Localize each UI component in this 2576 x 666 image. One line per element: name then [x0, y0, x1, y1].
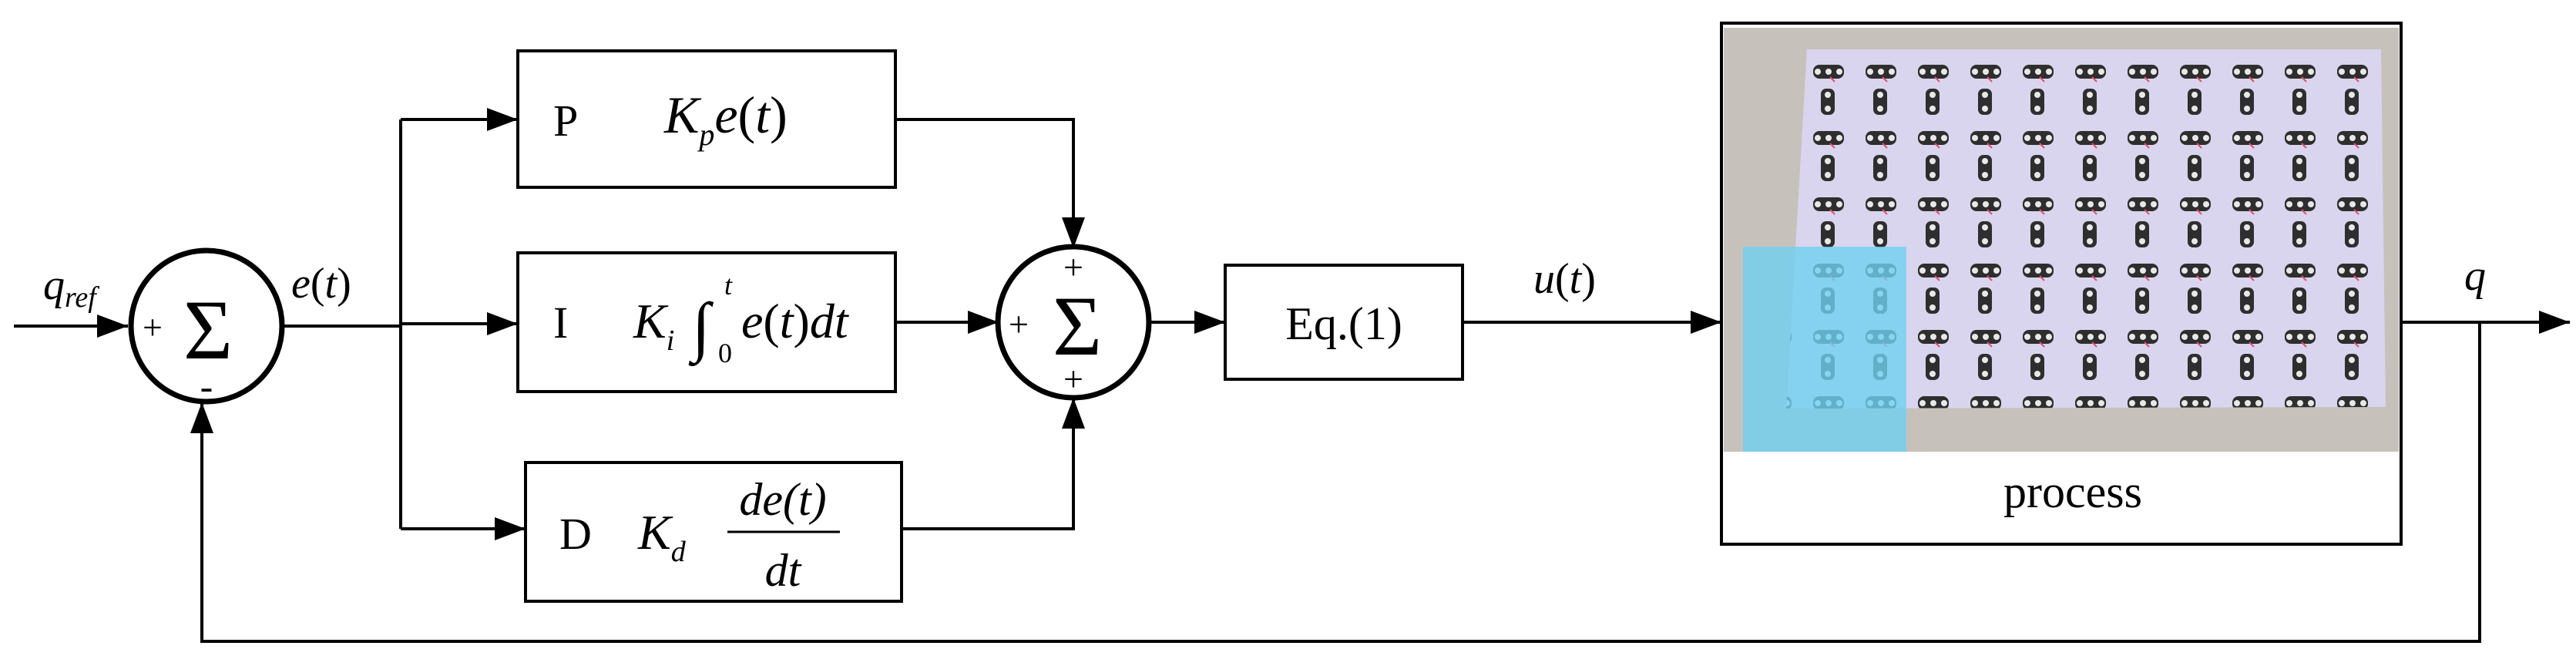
error-sum-symbol: Σ: [183, 283, 233, 377]
feedback-path: [190, 322, 2481, 643]
derivative-denominator: dt: [765, 545, 802, 596]
reference-signal-label: qref: [43, 261, 99, 314]
proportional-block: P Kpe(t): [516, 49, 897, 189]
integral-block: I Ki ∫ t 0 e(t)dt: [516, 251, 897, 393]
robot-array-photo: [1724, 28, 2399, 452]
process-block: process: [1720, 22, 2403, 546]
equation-label: Eq.(1): [1285, 298, 1402, 349]
i-gain: Ki: [633, 294, 674, 357]
error-sum-plus-sign: +: [143, 308, 163, 347]
process-label: process: [2003, 466, 2142, 517]
i-letter: I: [553, 298, 568, 348]
error-summing-junction: Σ + -: [128, 247, 285, 408]
derivative-block: D Kd de(t) dt: [524, 461, 903, 603]
integral-lower-limit: 0: [718, 338, 732, 368]
integral-upper-limit: t: [724, 270, 733, 301]
highlighted-region: [1743, 247, 1906, 452]
d-to-sum: [902, 398, 1085, 530]
wires: [14, 108, 2570, 643]
integral-sign: ∫: [688, 289, 714, 367]
error-signal-label: e(t): [291, 260, 351, 308]
d-gain: Kd: [637, 505, 687, 568]
output-signal-label: q: [2464, 252, 2486, 300]
p-to-sum: [895, 118, 1085, 248]
pid-summing-junction: Σ + + +: [995, 244, 1152, 401]
pid-sum-top-plus: +: [1063, 247, 1083, 287]
p-formula: Kpe(t): [663, 86, 788, 152]
equation-block: Eq.(1): [1224, 264, 1464, 381]
derivative-numerator: de(t): [739, 474, 826, 525]
pid-sum-left-plus: +: [1009, 304, 1029, 344]
i-integrand: e(t)dt: [741, 294, 850, 348]
p-letter: P: [553, 96, 578, 146]
error-sum-minus-sign: -: [200, 365, 213, 408]
robot-array: [1786, 49, 2386, 409]
d-letter: D: [559, 509, 592, 559]
pid-sum-symbol: Σ: [1053, 279, 1102, 373]
pid-sum-bottom-plus: +: [1063, 359, 1083, 399]
control-signal-label: u(t): [1533, 255, 1596, 303]
